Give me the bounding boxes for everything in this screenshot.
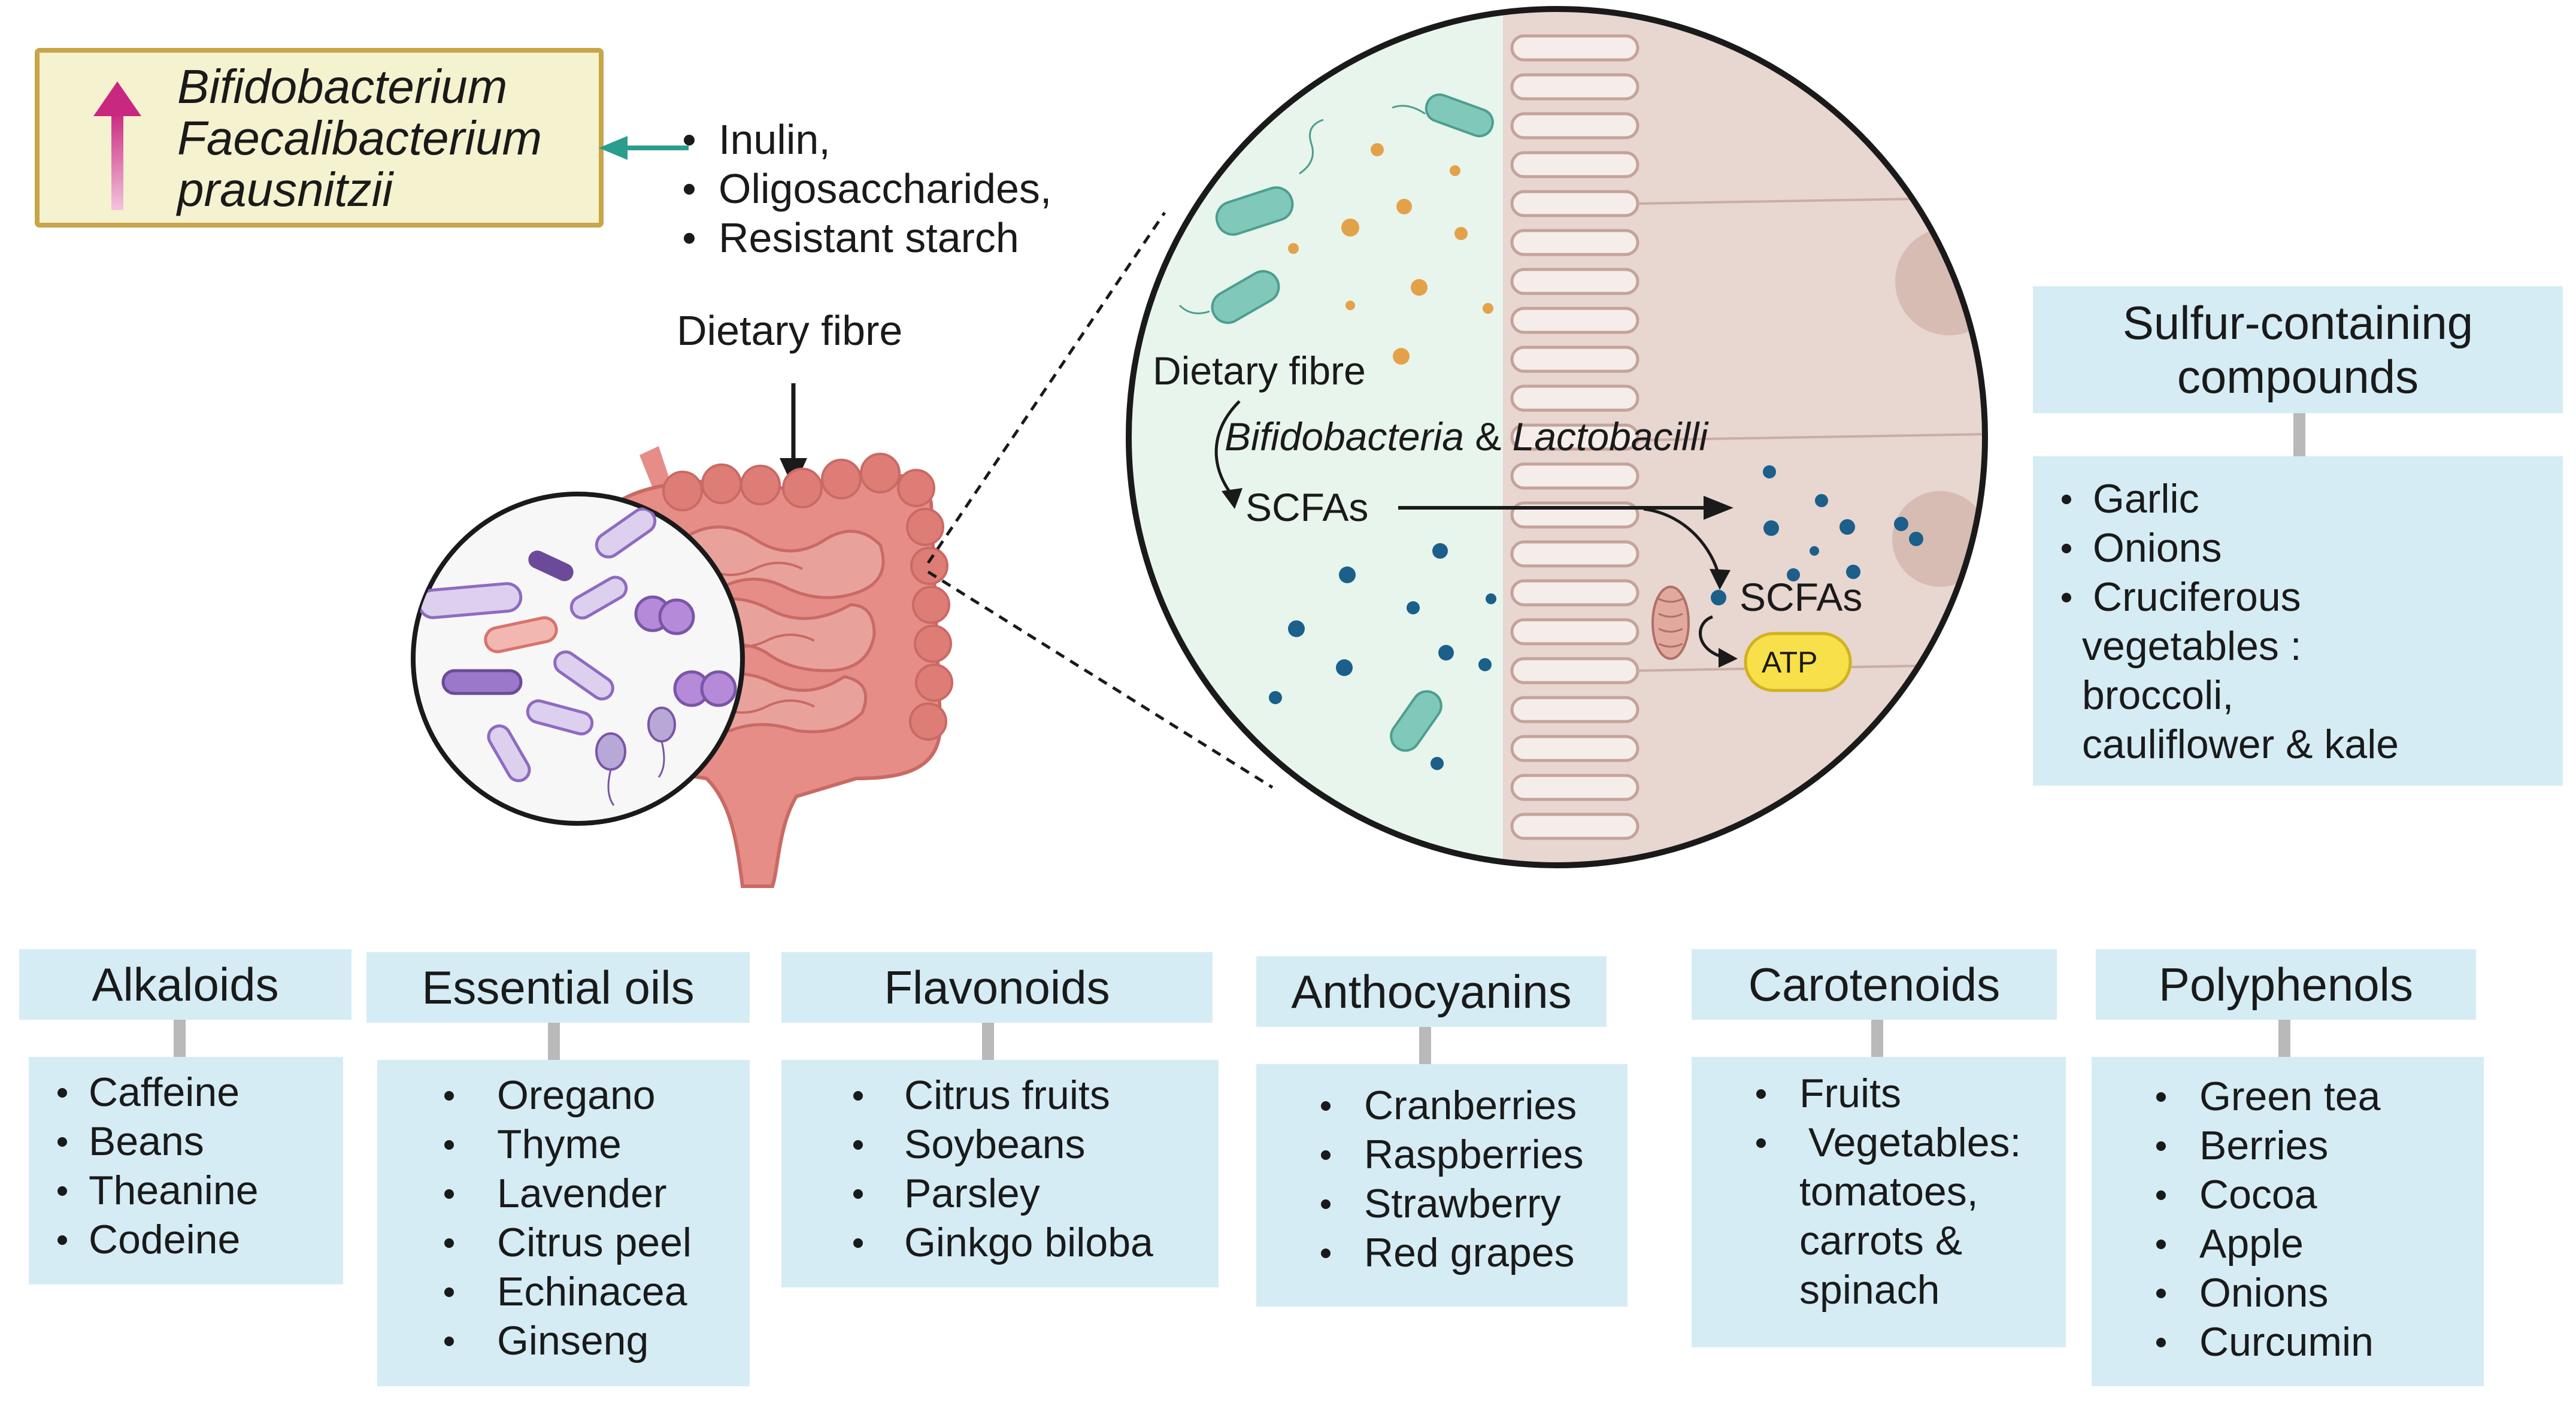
teal-left-arrow-icon bbox=[599, 136, 689, 160]
list-item: Parsley bbox=[781, 1169, 1219, 1218]
alkaloids-header: Alkaloids bbox=[19, 949, 351, 1020]
anthocyanins-body: Cranberries Raspberries Strawberry Red g… bbox=[1256, 1064, 1628, 1307]
list-item: Lavender bbox=[377, 1169, 750, 1218]
flavonoids-body: Citrus fruits Soybeans Parsley Ginkgo bi… bbox=[781, 1060, 1219, 1287]
list-item: Caffeine bbox=[29, 1068, 343, 1117]
list-item: Inulin, bbox=[671, 115, 1051, 164]
flavonoids-connector bbox=[982, 1023, 994, 1060]
atp-label: ATP bbox=[1762, 646, 1818, 679]
list-item: Raspberries bbox=[1256, 1130, 1628, 1179]
list-item: Beans bbox=[29, 1117, 343, 1166]
mag-bacteria-post: Lactobacilli bbox=[1513, 414, 1710, 459]
polyphenols-header: Polyphenols bbox=[2096, 949, 2476, 1020]
sulfur-header: Sulfur-containing compounds bbox=[2033, 286, 2563, 413]
essential-oils-header: Essential oils bbox=[366, 952, 750, 1023]
list-item: Green tea bbox=[2092, 1072, 2484, 1121]
magnified-view: Dietary fibre Bifidobacteria & Lactobaci… bbox=[1126, 6, 1988, 868]
mag-dietary-fibre-label: Dietary fibre bbox=[1153, 349, 1366, 393]
list-item-continuation: tomatoes, bbox=[1799, 1169, 1978, 1214]
up-arrow-icon bbox=[93, 81, 141, 210]
list-item: Onions bbox=[2033, 523, 2563, 572]
list-item: Oligosaccharides, bbox=[671, 164, 1051, 213]
anthocyanins-header: Anthocyanins bbox=[1256, 956, 1607, 1027]
polyphenols-body: Green tea Berries Cocoa Apple Onions Cur… bbox=[2092, 1057, 2484, 1386]
mag-bacteria-amp: & bbox=[1464, 414, 1513, 459]
list-item: Apple bbox=[2092, 1219, 2484, 1268]
essential-oils-connector bbox=[548, 1023, 560, 1060]
bacteria-name: Bifidobacterium bbox=[177, 60, 508, 113]
list-item: Fruits bbox=[1692, 1069, 2066, 1118]
carotenoids-body: Fruits Vegetables: tomatoes, carrots & s… bbox=[1692, 1057, 2066, 1347]
list-item: Ginseng bbox=[377, 1316, 750, 1365]
list-item: Onions bbox=[2092, 1268, 2484, 1317]
list-item: Cocoa bbox=[2092, 1170, 2484, 1219]
list-item-continuation: broccoli, bbox=[2082, 672, 2234, 718]
list-item: Thyme bbox=[377, 1120, 750, 1169]
list-item: Theanine bbox=[29, 1166, 343, 1215]
list-item: Berries bbox=[2092, 1121, 2484, 1170]
mag-scfas-cell-label: SCFAs bbox=[1739, 575, 1862, 619]
bacterium-icon bbox=[1178, 93, 1494, 752]
sulfur-title-line: Sulfur-containing bbox=[2122, 296, 2474, 349]
anthocyanins-connector bbox=[1419, 1027, 1431, 1064]
bacteria-name: prausnitzii bbox=[177, 163, 393, 216]
dietary-fibre-label: Dietary fibre bbox=[677, 307, 903, 354]
list-item: Oregano bbox=[377, 1071, 750, 1120]
essential-oils-body: Oregano Thyme Lavender Citrus peel Echin… bbox=[377, 1060, 750, 1386]
sulfur-body: Garlic Onions Cruciferous vegetables : b… bbox=[2033, 456, 2563, 786]
microbiota-circle-icon bbox=[411, 492, 745, 826]
list-item: Resistant starch bbox=[671, 213, 1051, 262]
list-item: Codeine bbox=[29, 1215, 343, 1264]
list-item: Red grapes bbox=[1256, 1228, 1628, 1277]
list-item: Citrus fruits bbox=[781, 1071, 1219, 1120]
sulfur-title-line: compounds bbox=[2177, 350, 2419, 403]
list-item: Vegetables: bbox=[1692, 1118, 2066, 1167]
mitochondrion-icon bbox=[1651, 586, 1690, 660]
list-item: Cranberries bbox=[1256, 1081, 1628, 1130]
bacteria-name: Faecalibacterium bbox=[177, 111, 543, 165]
list-item: Echinacea bbox=[377, 1267, 750, 1316]
list-item: Ginkgo biloba bbox=[781, 1218, 1219, 1267]
bacteria-names: Bifidobacterium Faecalibacterium prausni… bbox=[177, 61, 542, 216]
list-item: Garlic bbox=[2033, 474, 2563, 523]
list-item: Citrus peel bbox=[377, 1218, 750, 1267]
list-item: Cruciferous bbox=[2033, 572, 2563, 622]
list-item: Curcumin bbox=[2092, 1317, 2484, 1366]
flavonoids-header: Flavonoids bbox=[781, 952, 1213, 1023]
list-item-continuation: vegetables : bbox=[2082, 623, 2302, 669]
list-item-continuation: spinach bbox=[1799, 1267, 1940, 1313]
bacteria-increase-box: Bifidobacterium Faecalibacterium prausni… bbox=[35, 48, 604, 228]
list-item: Strawberry bbox=[1256, 1179, 1628, 1228]
polyphenols-connector bbox=[2278, 1020, 2290, 1057]
mag-bacteria-pre: Bifidobacteria bbox=[1225, 414, 1464, 459]
list-item-continuation: cauliflower & kale bbox=[2082, 722, 2399, 767]
alkaloids-body: Caffeine Beans Theanine Codeine bbox=[29, 1057, 343, 1284]
list-item: Soybeans bbox=[781, 1120, 1219, 1169]
list-item-continuation: carrots & bbox=[1799, 1218, 1963, 1263]
carotenoids-connector bbox=[1871, 1020, 1883, 1057]
mag-scfas-lumen-label: SCFAs bbox=[1245, 485, 1368, 529]
sulfur-connector bbox=[2293, 413, 2305, 456]
fibre-type-list: Inulin, Oligosaccharides, Resistant star… bbox=[671, 115, 1051, 262]
carotenoids-header: Carotenoids bbox=[1692, 949, 2057, 1020]
alkaloids-connector bbox=[174, 1020, 186, 1057]
mag-bacteria-label: Bifidobacteria & Lactobacilli bbox=[1225, 414, 1709, 459]
